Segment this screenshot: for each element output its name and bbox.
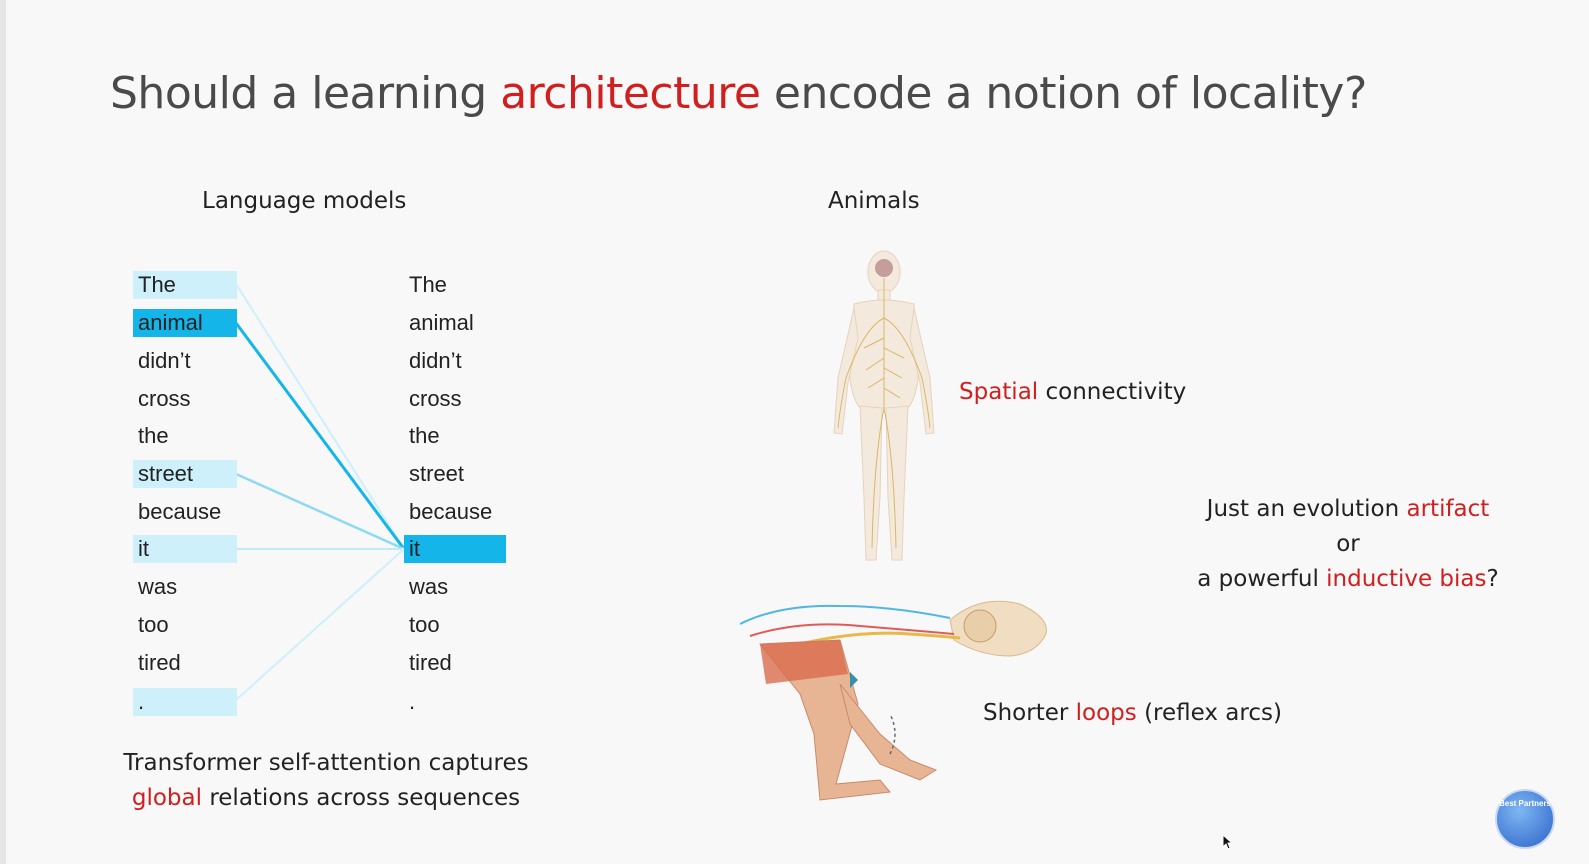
left-word-period: .	[133, 688, 237, 716]
inductive-bias-word: inductive bias	[1326, 566, 1487, 592]
left-word-too: too	[138, 612, 169, 637]
left-word-didnt: didn’t	[138, 348, 191, 373]
caption-global: global	[131, 785, 203, 811]
title-part-3: encode a notion of locality?	[760, 68, 1367, 119]
evo-line-1: Just an evolution artifact	[1178, 492, 1518, 527]
mouse-cursor-icon	[1222, 834, 1234, 850]
right-word-too: too	[409, 612, 440, 637]
right-word-period: .	[409, 689, 416, 714]
attention-line-animal	[234, 322, 406, 550]
left-word-animal: animal	[133, 309, 237, 337]
transformer-caption: Transformer self-attention captures glob…	[96, 746, 556, 816]
right-word-the: The	[409, 272, 447, 297]
right-word-street: street	[409, 461, 465, 486]
left-word-cross: cross	[138, 386, 191, 411]
evo-question-mark: ?	[1486, 566, 1499, 592]
attention-line-period	[235, 548, 405, 701]
attention-line-street	[235, 472, 405, 551]
right-word-was: was	[409, 574, 449, 599]
attention-lines	[234, 283, 406, 701]
right-word-it: it	[404, 535, 506, 563]
evo-line-1-text: Just an evolution	[1206, 496, 1407, 522]
loops-text-a: Shorter	[983, 700, 1076, 726]
animals-header: Animals	[828, 188, 920, 214]
right-word-the-2: the	[409, 423, 440, 448]
attention-line-the	[235, 283, 405, 550]
caption-line-2: global relations across sequences	[96, 781, 556, 816]
right-word-animal: animal	[409, 310, 474, 335]
right-word-tired: tired	[409, 650, 452, 675]
badge-text: Best Partners	[1498, 799, 1552, 808]
left-word-the-2: the	[138, 423, 169, 448]
connectivity-word: connectivity	[1038, 379, 1187, 405]
spatial-connectivity-label: Spatial connectivity	[959, 379, 1186, 405]
evo-line-3: a powerful inductive bias?	[1178, 562, 1518, 597]
evo-line-2: or	[1336, 531, 1360, 557]
right-word-cross: cross	[409, 386, 462, 411]
nervous-system-figure	[833, 250, 935, 561]
evolution-question: Just an evolution artifact or a powerful…	[1178, 492, 1518, 597]
reflex-arc-illustration	[740, 600, 1047, 801]
left-word-street: street	[133, 460, 237, 488]
title-part-highlight: architecture	[500, 68, 761, 119]
right-word-didnt: didn’t	[409, 348, 462, 373]
language-models-header: Language models	[202, 188, 407, 214]
left-word-was: was	[138, 574, 178, 599]
left-word-tired: tired	[138, 650, 181, 675]
slide-title: Should a learning architecture encode a …	[110, 68, 1367, 119]
caption-line-2-rest: relations across sequences	[202, 785, 521, 811]
channel-badge-logo[interactable]: Best Partners	[1495, 789, 1555, 849]
loops-word: loops	[1075, 700, 1137, 726]
artifact-word: artifact	[1406, 496, 1490, 522]
left-word-the: The	[133, 271, 237, 299]
shorter-loops-label: Shorter loops (reflex arcs)	[983, 700, 1282, 726]
spatial-word: Spatial	[959, 379, 1039, 405]
loops-text-b: (reflex arcs)	[1136, 700, 1282, 726]
evo-line-3-text: a powerful	[1197, 566, 1327, 592]
title-part-1: Should a learning	[110, 68, 501, 119]
right-word-because: because	[409, 499, 493, 524]
caption-line-1: Transformer self-attention captures	[123, 750, 529, 776]
left-word-because: because	[138, 499, 222, 524]
left-word-it: it	[133, 535, 237, 563]
